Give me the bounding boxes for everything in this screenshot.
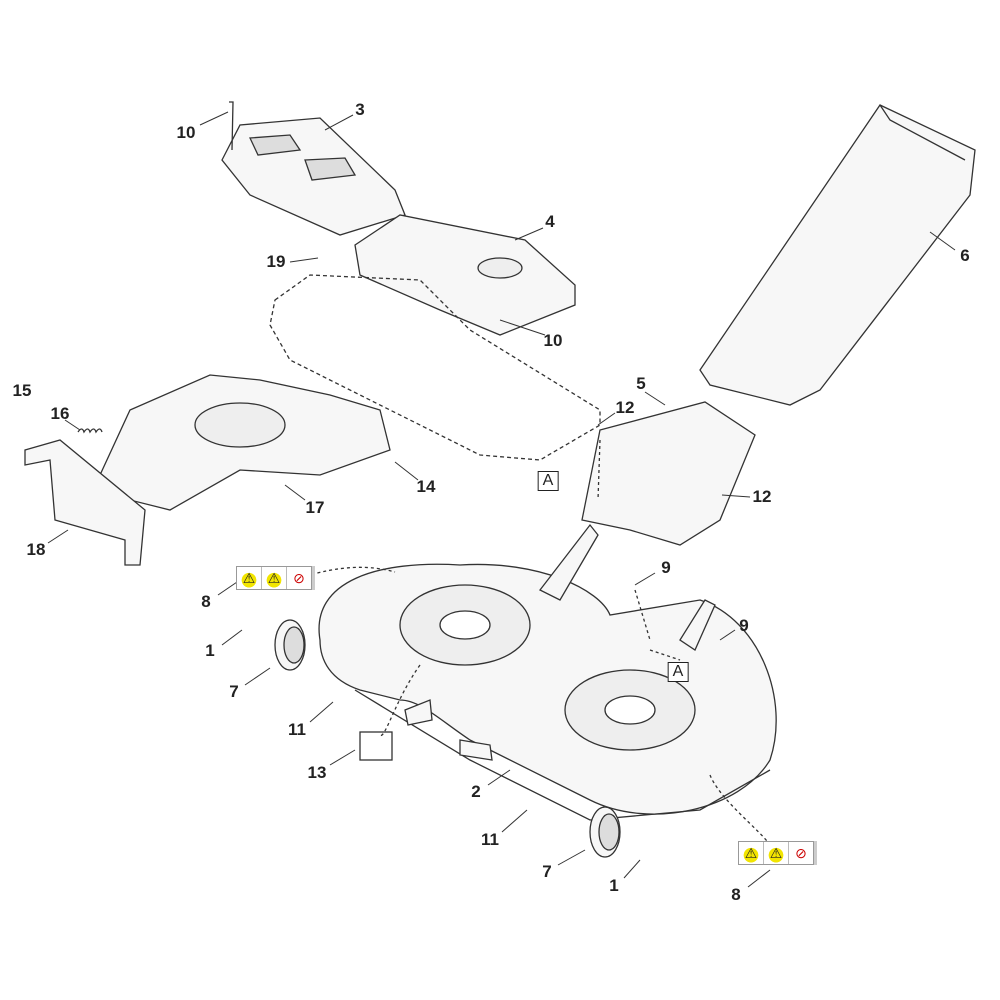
blade-hazard-icon: ⚠ (262, 567, 287, 589)
callout-12[interactable]: 12 (615, 398, 635, 417)
callout-4[interactable]: 4 (545, 212, 555, 231)
decal-13 (359, 731, 393, 761)
callout-5[interactable]: 5 (636, 374, 646, 393)
callout-13[interactable]: 13 (307, 763, 327, 782)
wheel-rear (589, 806, 621, 858)
callout-17[interactable]: 17 (305, 498, 325, 517)
warning-decal: ⚠ ⚠ ⊘ (236, 566, 312, 590)
discharge-chute (699, 104, 976, 406)
blade-hazard-icon: ⚠ (764, 842, 789, 864)
callout-3[interactable]: 3 (355, 100, 365, 119)
callout-15[interactable]: 15 (12, 381, 32, 400)
chute-adapter (581, 401, 756, 546)
callout-9[interactable]: 9 (739, 616, 749, 635)
wheel-front (274, 619, 306, 671)
callout-11[interactable]: 11 (288, 720, 306, 739)
callout-8[interactable]: 8 (731, 885, 741, 904)
callout-8[interactable]: 8 (201, 592, 211, 611)
front-cover (354, 214, 576, 336)
reference-mark-a: A (667, 662, 689, 682)
callout-11[interactable]: 11 (481, 830, 499, 849)
reference-mark-a: A (537, 471, 559, 491)
callout-6[interactable]: 6 (960, 246, 970, 265)
callout-10[interactable]: 10 (543, 331, 563, 350)
callout-7[interactable]: 7 (542, 862, 552, 881)
belt-cover-plate (269, 274, 601, 461)
no-feet-icon: ⊘ (293, 569, 305, 586)
callout-18[interactable]: 18 (26, 540, 46, 559)
callout-12[interactable]: 12 (752, 487, 772, 506)
bracket (24, 439, 146, 566)
callout-1[interactable]: 1 (205, 641, 215, 660)
warning-decal: ⚠ ⚠ ⊘ (738, 841, 814, 865)
callout-9[interactable]: 9 (661, 558, 671, 577)
warning-triangle-icon: ⚠ (739, 842, 764, 864)
callout-7[interactable]: 7 (229, 682, 239, 701)
callout-2[interactable]: 2 (471, 782, 481, 801)
no-feet-icon: ⊘ (795, 844, 807, 861)
callout-19[interactable]: 19 (266, 252, 286, 271)
callout-14[interactable]: 14 (416, 477, 436, 496)
warning-triangle-icon: ⚠ (237, 567, 262, 589)
callout-10[interactable]: 10 (176, 123, 196, 142)
callout-1[interactable]: 1 (609, 876, 619, 895)
callout-16[interactable]: 16 (50, 404, 70, 423)
